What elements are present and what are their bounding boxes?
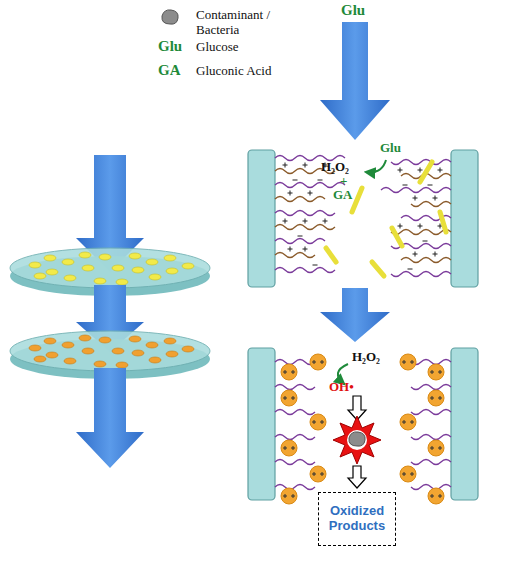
radical-label: OH• <box>329 380 354 395</box>
legend-text: Gluconic Acid <box>196 64 271 79</box>
enzyme-dots <box>29 252 194 285</box>
result-box: Oxidized Products <box>318 492 396 546</box>
legend-key: Glu <box>158 38 182 55</box>
hollow-arrow <box>348 466 366 488</box>
contaminant-symbol <box>349 432 365 446</box>
species-label: GA <box>333 188 353 203</box>
flow-arrow <box>320 288 390 342</box>
legend-key: GA <box>158 62 181 79</box>
iron-dots <box>29 335 194 368</box>
flow-arrow <box>320 22 390 140</box>
charge-signs <box>283 163 443 270</box>
flow-arrow <box>76 368 144 468</box>
species-label: H₂O₂ <box>321 160 349 175</box>
species-label: Glu <box>380 141 401 156</box>
burst-core <box>347 430 367 450</box>
box-text: Oxidized Products <box>322 504 392 534</box>
species-label: Glu <box>341 2 365 19</box>
polymer-chains <box>275 360 451 490</box>
pore-wall <box>248 150 275 287</box>
pore-wall <box>248 348 275 500</box>
iron-ions <box>281 354 444 504</box>
polymer-chains <box>275 156 451 277</box>
oxidation-burst <box>333 416 381 464</box>
pore-wall <box>451 150 478 287</box>
species-label: + <box>340 174 347 189</box>
pore-wall <box>451 348 478 500</box>
enzyme-rods <box>326 162 446 276</box>
contaminant-symbol <box>162 10 178 24</box>
legend-text: Glucose <box>196 40 239 55</box>
legend-text: Contaminant / Bacteria <box>196 8 291 38</box>
reaction-arrow <box>366 160 386 172</box>
species-label: H₂O₂ <box>352 350 380 365</box>
